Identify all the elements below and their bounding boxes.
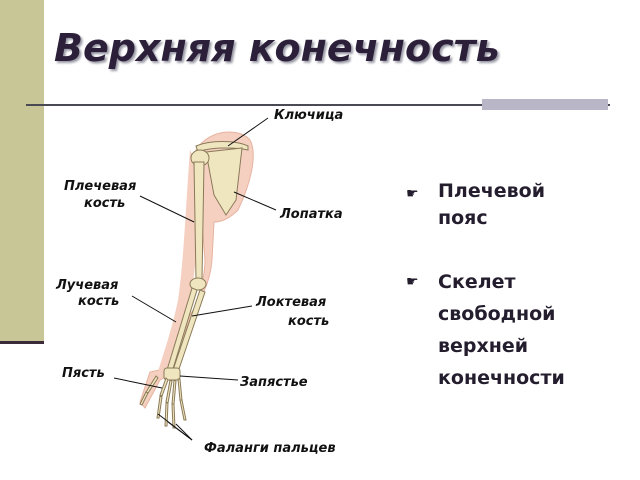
title-divider-accent: [482, 99, 608, 110]
slide-title: Верхняя конечность: [54, 26, 500, 70]
bullet-2-line4: конечности: [438, 367, 565, 389]
label-ulna-line1: Локтевая: [255, 295, 326, 310]
label-phalanges: Фаланги пальцев: [204, 441, 336, 456]
bullet-2-line2: свободной: [438, 303, 556, 325]
phalanx-2: [164, 402, 169, 427]
leader-humerus: [139, 195, 195, 223]
bullet-1-line1: Плечевой: [438, 180, 546, 202]
label-radius-line1: Лучевая: [55, 278, 118, 293]
leader-radius: [131, 295, 177, 323]
label-scapula: Лопатка: [279, 207, 343, 222]
phalanx-thumb: [139, 391, 149, 406]
leader-scapula: [233, 191, 277, 211]
bullet-2-line1: Скелет: [438, 271, 516, 293]
leader-lines: [113, 117, 277, 441]
bullet-list: ☛ Плечевой пояс ☛ Скелет свободной верхн…: [406, 178, 626, 394]
wrist-bones: [163, 367, 181, 381]
humerus-bone: [193, 161, 205, 281]
bullet-item-free-limb: ☛ Скелет свободной верхней конечности: [406, 266, 626, 394]
label-clavicle: Ключица: [274, 108, 343, 123]
metacarpal-3: [171, 379, 177, 405]
label-ulna-line2: кость: [288, 314, 329, 329]
leader-metacarpus: [113, 377, 163, 389]
elbow-joint: [189, 277, 207, 291]
sidebar-underline: [0, 341, 44, 344]
phalanx-4: [179, 399, 187, 421]
leader-clavicle: [227, 117, 269, 147]
bullet-1-line2: пояс: [438, 207, 488, 229]
skin-upper-arm: [158, 150, 200, 372]
title-divider: [26, 104, 610, 106]
leader-phalanges-c: [175, 423, 193, 441]
metacarpal-4: [177, 378, 183, 401]
label-humerus-line2: кость: [84, 196, 125, 211]
label-radius-line2: кость: [78, 294, 119, 309]
leader-phalanges-b: [167, 421, 193, 441]
scapula-bone: [205, 147, 243, 216]
leader-wrist: [179, 375, 239, 381]
metacarpal-1: [159, 377, 169, 397]
bones: [139, 141, 249, 429]
phalanx-3: [171, 403, 176, 429]
sidebar-bar: [0, 0, 44, 341]
pointing-hand-icon: ☛: [406, 274, 419, 290]
bullet-2-line3: верхней: [438, 335, 529, 357]
label-humerus-line1: Плечевая: [64, 179, 136, 194]
leader-ulna: [191, 305, 253, 317]
label-wrist: Запястье: [240, 375, 308, 390]
pointing-hand-icon: ☛: [406, 186, 419, 202]
clavicle-bone: [195, 141, 249, 153]
bullet-item-shoulder-girdle: ☛ Плечевой пояс: [406, 178, 626, 232]
label-metacarpus: Пясть: [62, 366, 105, 381]
phalanx-1: [156, 395, 163, 419]
